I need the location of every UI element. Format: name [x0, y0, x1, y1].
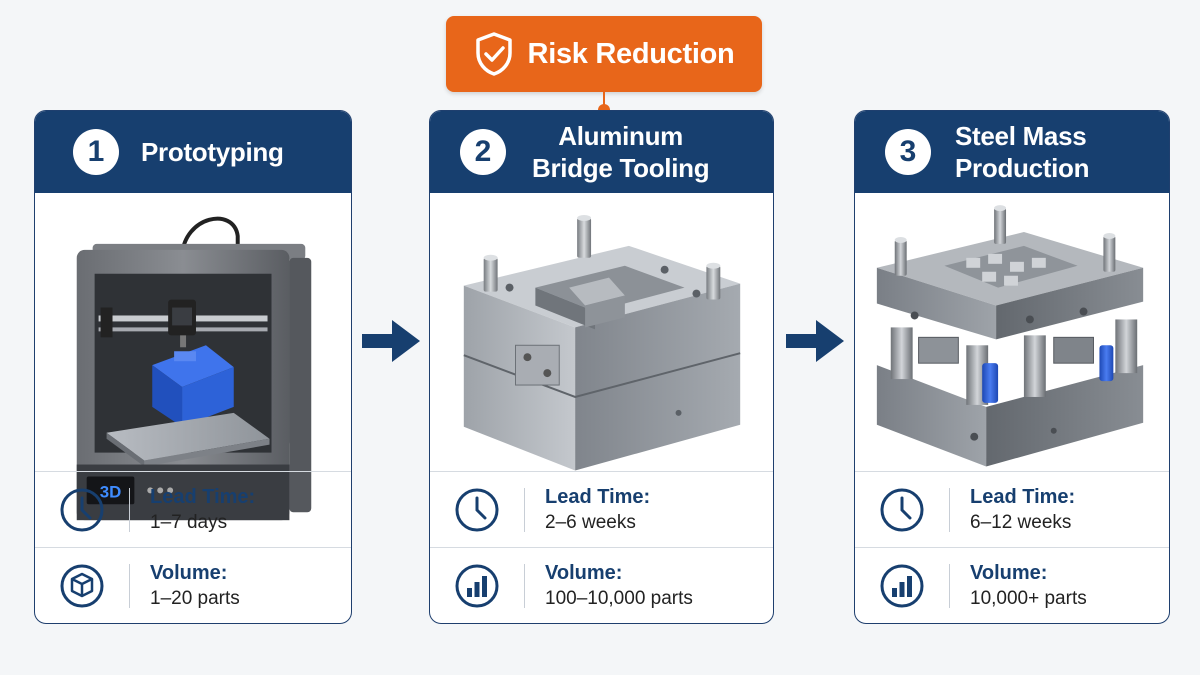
stage-title: Aluminum Bridge Tooling — [532, 121, 710, 183]
cube-icon — [60, 564, 104, 607]
volume-label: Volume: — [545, 561, 623, 584]
printer-screen-label: 3D — [100, 482, 122, 501]
volume-value: 1–20 parts — [150, 587, 240, 609]
stage-number: 1 — [73, 129, 119, 175]
arrow-right-icon — [362, 320, 420, 362]
stage-header: 3 Steel Mass Production — [855, 111, 1169, 193]
arrow-right-icon — [786, 320, 844, 362]
risk-reduction-badge: Risk Reduction — [446, 16, 762, 92]
lead-time-label: Lead Time: — [970, 485, 1076, 508]
volume-row: Volume: 10,000+ parts — [855, 547, 1169, 623]
printed-part — [152, 345, 234, 427]
clock-icon — [880, 488, 924, 531]
lead-time-label: Lead Time: — [545, 485, 651, 508]
lead-time-label: Lead Time: — [150, 485, 256, 508]
volume-label: Volume: — [150, 561, 228, 584]
bar-chart-icon — [455, 564, 499, 607]
lead-time-row: Lead Time: 2–6 weeks — [430, 471, 773, 547]
stage-header: 2 Aluminum Bridge Tooling — [430, 111, 773, 193]
stage-title: Steel Mass Production — [955, 121, 1090, 183]
bar-chart-icon — [880, 564, 924, 607]
lead-time-value: 6–12 weeks — [970, 511, 1072, 533]
volume-row: Volume: 1–20 parts — [35, 547, 351, 623]
volume-label: Volume: — [970, 561, 1048, 584]
risk-reduction-label: Risk Reduction — [527, 37, 735, 70]
clock-icon — [455, 488, 499, 531]
volume-value: 10,000+ parts — [970, 587, 1087, 609]
clock-icon — [60, 488, 104, 531]
volume-value: 100–10,000 parts — [545, 587, 693, 609]
shield-check-icon — [475, 32, 512, 76]
volume-row: Volume: 100–10,000 parts — [430, 547, 773, 623]
stage-header: 1 Prototyping — [35, 111, 351, 193]
risk-connector-line — [603, 92, 605, 108]
lead-time-row: Lead Time: 1–7 days — [35, 471, 351, 547]
lead-time-value: 1–7 days — [150, 511, 228, 533]
stage-card-steel-mass-production: 3 Steel Mass Production — [854, 110, 1170, 624]
lead-time-row: Lead Time: 6–12 weeks — [855, 471, 1169, 547]
stage-number: 2 — [460, 129, 506, 175]
lead-time-value: 2–6 weeks — [545, 511, 636, 533]
stage-card-prototyping: 1 Prototyping — [34, 110, 352, 624]
stage-title: Prototyping — [141, 137, 284, 167]
3d-printer-illustration: 3D — [35, 195, 351, 587]
stage-card-aluminum-bridge-tooling: 2 Aluminum Bridge Tooling — [429, 110, 774, 624]
stage-number: 3 — [885, 129, 931, 175]
aluminum-mold-illustration — [430, 195, 773, 587]
steel-mold-illustration — [855, 195, 1169, 587]
